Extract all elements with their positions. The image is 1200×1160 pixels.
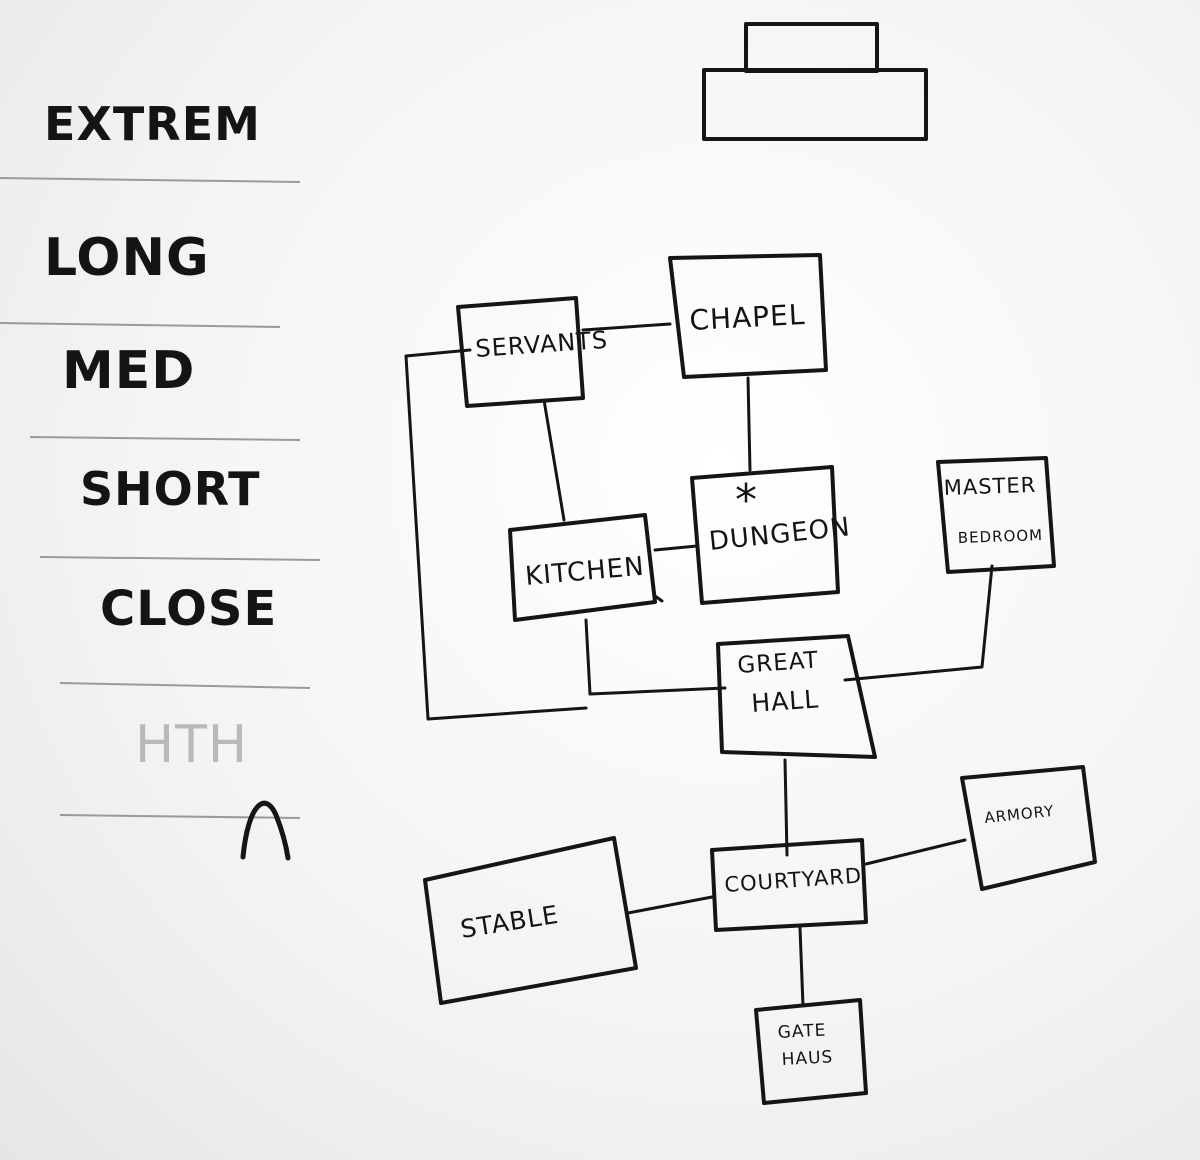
room-master-bedroom-label-line2: BEDROOM (958, 526, 1044, 547)
range-label-long: LONG (44, 228, 210, 288)
room-courtyard: COURTYARD (710, 838, 868, 932)
room-gate-haus-label-line1: GATE (777, 1020, 827, 1043)
range-label-hth: HTH (135, 715, 248, 775)
range-divider-lines (0, 177, 321, 819)
room-master-bedroom-label-line1: MASTER (943, 473, 1036, 500)
range-label-short: SHORT (80, 462, 260, 516)
room-armory: ARMORY (960, 765, 1097, 891)
room-great-hall-label-line2: HALL (750, 684, 820, 718)
room-gate-haus-label-line2: HAUS (781, 1047, 834, 1070)
room-chapel: CHAPEL (668, 253, 828, 379)
range-label-extreme: EXTREM (44, 97, 261, 151)
room-gate-haus: GATE HAUS (754, 998, 868, 1105)
dungeon-star-marker: * (735, 475, 758, 526)
room-courtyard-label: COURTYARD (724, 863, 863, 897)
room-dungeon: * DUNGEON (690, 465, 852, 605)
range-label-med: MED (62, 341, 195, 401)
arch-mark (240, 800, 291, 861)
room-great-hall: GREAT HALL (716, 634, 877, 759)
room-servants: SERVANTS (456, 296, 609, 408)
room-armory-label: ARMORY (984, 802, 1056, 827)
room-great-hall-label-line1: GREAT (737, 647, 820, 679)
connectors (404, 322, 994, 1008)
castle-silhouette-sketch (702, 22, 928, 141)
range-label-close: CLOSE (100, 581, 277, 637)
room-master-bedroom: MASTER BEDROOM (936, 456, 1056, 574)
room-servants-label: SERVANTS (474, 326, 609, 363)
room-kitchen-label: KITCHEN (524, 552, 646, 592)
room-stable: STABLE (423, 836, 638, 1005)
room-chapel-label: CHAPEL (689, 298, 807, 337)
room-kitchen: KITCHEN (508, 513, 657, 622)
room-stable-label: STABLE (458, 900, 561, 944)
room-dungeon-label: DUNGEON (708, 512, 852, 557)
